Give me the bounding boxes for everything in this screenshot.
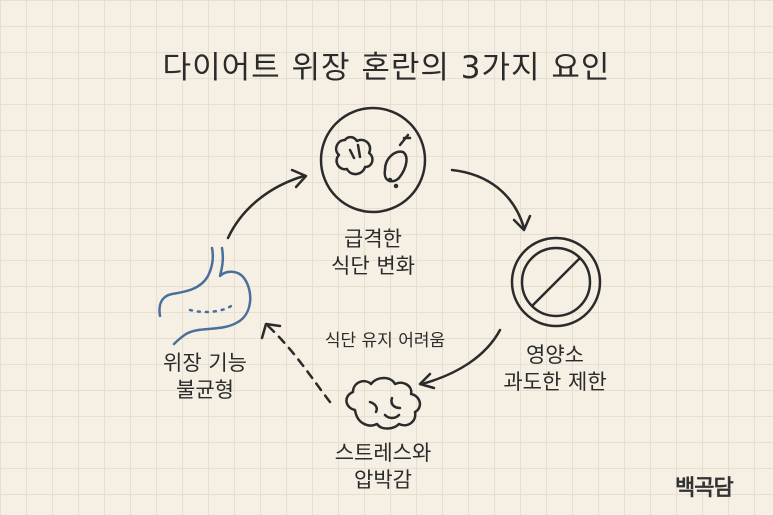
food-plate-icon [319, 106, 427, 214]
node-label-line1: 급격한 [344, 227, 402, 251]
node-label-line1: 위장 기능 [163, 351, 247, 375]
brain-icon [345, 376, 422, 430]
dashed-arrow-label: 식단 유지 어려움 [324, 331, 446, 351]
node-label-line2: 식단 변화 [331, 254, 415, 279]
node-label-line2: 과도한 제한 [503, 370, 607, 395]
brand-logo: 백곡담 [675, 476, 734, 501]
node-diet-change: 급격한 식단 변화 [313, 226, 433, 281]
page-title: 다이어트 위장 혼란의 3가지 요인 [162, 50, 611, 86]
node-label-line2: 압박감 [354, 468, 412, 493]
stomach-icon [158, 246, 252, 346]
node-stress: 스트레스와 압박감 [318, 440, 448, 495]
node-label-line1: 스트레스와 [334, 441, 432, 465]
cycle-arrows [226, 168, 532, 404]
prohibited-icon [510, 236, 602, 328]
node-nutrient: 영양소 과도한 제한 [490, 342, 620, 397]
node-stomach: 위장 기능 불균형 [145, 350, 265, 405]
node-label-line2: 불균형 [176, 378, 234, 403]
node-label-line1: 영양소 [526, 343, 584, 367]
